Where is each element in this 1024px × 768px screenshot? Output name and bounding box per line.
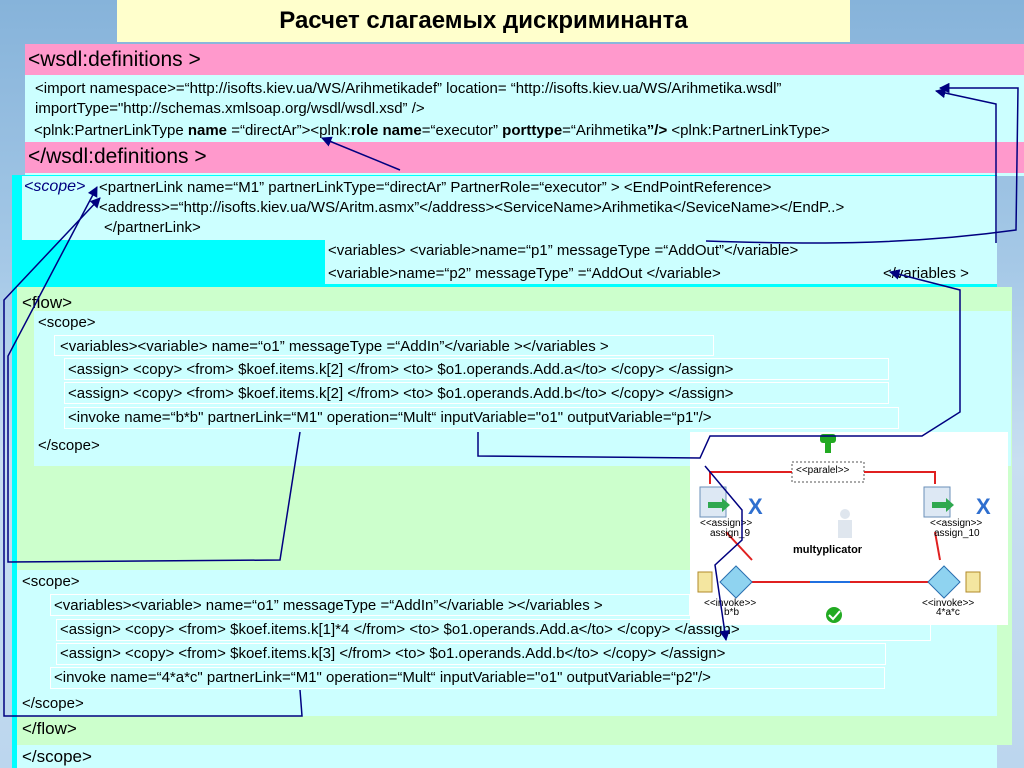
arrow-connector-icon <box>934 87 997 243</box>
scope1-assign2-box <box>64 382 889 404</box>
svg-text:X: X <box>748 494 763 519</box>
plt-part-i: <plnk:PartnerLinkType> <box>667 122 830 139</box>
assign-doc-icon <box>699 486 730 518</box>
arrow-connector-icon <box>7 186 301 563</box>
svg-text:X: X <box>976 494 991 519</box>
scope1-invoke-box <box>64 407 899 429</box>
plt-part-d: role name <box>350 122 422 139</box>
scope1-variables: <variables><variable> name=“o1” messageT… <box>60 338 609 355</box>
assign-9-stereotype: <<assign>> <box>700 518 753 529</box>
scope2-variables: <variables><variable> name=“o1” messageT… <box>54 597 603 614</box>
scope2-assign2-box <box>56 643 886 665</box>
arrow-connector-icon <box>321 136 401 171</box>
connector-left-down <box>725 531 753 561</box>
invoke-2-label: 4*a*c <box>936 607 960 618</box>
scope2-invoke-box <box>50 667 885 689</box>
plt-part-c: =“directAr”><plnk: <box>227 122 351 139</box>
connector-right <box>864 471 936 484</box>
wsdl-open-tag: <wsdl:definitions > <box>28 48 201 71</box>
plt-part-b: name <box>187 122 228 139</box>
invoke-diamond-icon <box>927 565 981 599</box>
import-line-1: <import namespace>=“http://isofts.kiev.u… <box>35 80 782 97</box>
wsdl-close-bar <box>25 142 1024 173</box>
partner-link-block <box>22 176 997 240</box>
scope1-assign-1: <assign> <copy> <from> $koef.items.k[2] … <box>68 361 734 378</box>
plt-part-a: <plnk:PartnerLinkType <box>34 122 188 139</box>
assign-10-label: assign_10 <box>934 528 980 539</box>
scope1-open: <scope> <box>38 314 96 331</box>
connector-right-down <box>934 531 941 561</box>
scope2-close: </scope> <box>22 695 84 712</box>
scope2-assign-1: <assign> <copy> <from> $koef.items.k[1]*… <box>60 621 740 638</box>
flow-close-tag: </flow> <box>22 719 77 738</box>
variables-block <box>325 240 997 284</box>
x-mark-icon: X <box>748 494 763 519</box>
diagram-svg: X X <box>697 434 991 623</box>
assign-9-label: assign_9 <box>710 528 751 539</box>
scope1-assign-2: <assign> <copy> <from> $koef.items.k[2] … <box>68 385 734 402</box>
assign-10-stereotype: <<assign>> <box>930 518 983 529</box>
import-line-2: importType="http://schemas.xmlsoap.org/w… <box>35 100 425 117</box>
outer-scope-open: <scope> <box>24 178 86 195</box>
partner-link-line-3: </partnerLink> <box>104 219 201 236</box>
end-node-icon <box>826 607 842 623</box>
variables-line-1: <variables> <variable>name=“p1” messageT… <box>328 242 799 259</box>
scope2-vars-box <box>50 594 690 616</box>
arrow-connector-icon <box>477 269 961 459</box>
partner-link-line-1: <partnerLink name=“M1” partnerLinkType=“… <box>99 179 772 196</box>
arrow-connector-icon <box>704 465 743 642</box>
arrow-connector-icon <box>3 197 303 717</box>
variables-line-2: <variable>name=“p2” messageType” =“AddOu… <box>328 265 721 282</box>
plt-part-g: =“Arihmetika <box>562 122 647 139</box>
person-icon <box>838 509 852 538</box>
outer-scope-close: </scope> <box>22 747 92 766</box>
x-mark-icon: X <box>976 494 991 519</box>
scope2-assign-2: <assign> <copy> <from> $koef.items.k[3] … <box>60 645 726 662</box>
scope1-close: </scope> <box>38 437 100 454</box>
multyplicator-label: multyplicator <box>793 544 863 556</box>
plt-part-f: porttype <box>502 122 563 139</box>
paralel-label: <<paralel>> <box>796 465 850 476</box>
scope2-invoke: <invoke name=“4*a*c" partnerLink=“M1" op… <box>54 669 711 686</box>
flow-open-tag: <flow> <box>22 293 73 312</box>
scope2-open: <scope> <box>22 573 80 590</box>
scope1-invoke: <invoke name=“b*b" partnerLink=“M1" oper… <box>68 409 712 426</box>
page-title: Расчет слагаемых дискриминанта <box>117 0 850 42</box>
partner-link-line-2: <address>=“http://isofts.kiev.ua/WS/Arit… <box>99 199 845 216</box>
invoke-1-stereotype: <<invoke>> <box>704 598 757 609</box>
outer-scope-close-box <box>17 745 997 768</box>
arrow-connector-icon <box>705 82 1019 244</box>
plt-part-h: ”/> <box>646 122 668 139</box>
wsdl-open-bar <box>25 44 1024 75</box>
variables-close: </variables > <box>883 265 969 282</box>
scope1-assign1-box <box>64 358 889 380</box>
invoke-1-label: b*b <box>724 607 740 618</box>
assign-doc-icon <box>923 486 954 518</box>
scope1-vars-box <box>54 335 714 356</box>
invoke-2-stereotype: <<invoke>> <box>922 598 975 609</box>
plt-part-e: =“executor” <box>421 122 503 139</box>
wsdl-close-tag: </wsdl:definitions > <box>28 145 207 168</box>
bpel-diagram: X X <<paralel>> <<assign>> assign_9 <box>690 432 1008 625</box>
partner-link-type-line: <plnk:PartnerLinkType name =“directAr”><… <box>34 121 830 140</box>
invoke-diamond-icon <box>697 565 753 599</box>
